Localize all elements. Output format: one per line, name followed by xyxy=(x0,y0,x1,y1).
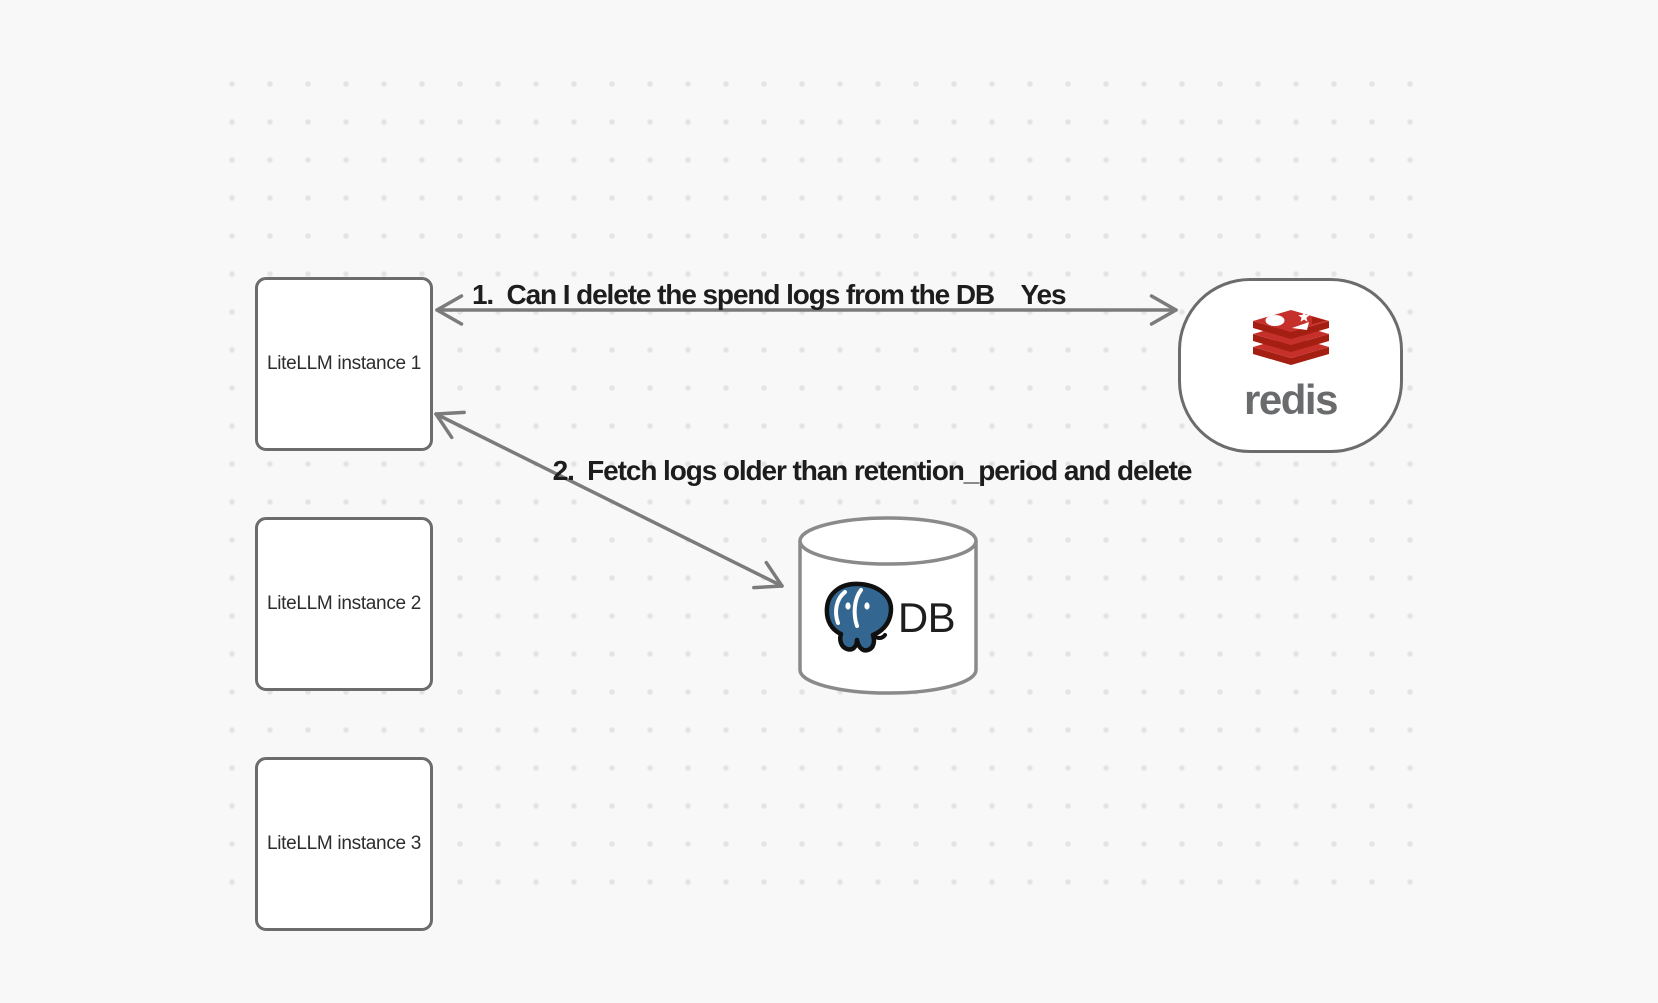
node-label: LiteLLM instance 2 xyxy=(266,593,422,614)
node-label: LiteLLM instance 1 xyxy=(266,353,422,374)
arrow-1-response-label[interactable]: Yes xyxy=(1020,279,1067,310)
arrow-1-label[interactable]: 1. Can I delete the spend logs from the … xyxy=(471,279,995,310)
node-litellm-instance-1[interactable]: LiteLLM instance 1 xyxy=(255,277,433,451)
db-label: DB xyxy=(897,594,956,641)
node-litellm-instance-3[interactable]: LiteLLM instance 3 xyxy=(255,757,433,931)
node-label: LiteLLM instance 3 xyxy=(266,833,422,854)
node-litellm-instance-2[interactable]: LiteLLM instance 2 xyxy=(255,517,433,691)
redis-wordmark: redis xyxy=(1244,376,1338,423)
node-redis[interactable]: redis xyxy=(1178,278,1403,453)
postgresql-logo-icon xyxy=(824,581,894,653)
redis-logo-icon xyxy=(1252,310,1329,365)
node-db-cylinder[interactable]: DB xyxy=(797,512,979,696)
arrow-2-label[interactable]: 2. Fetch logs older than retention_perio… xyxy=(552,455,1193,486)
